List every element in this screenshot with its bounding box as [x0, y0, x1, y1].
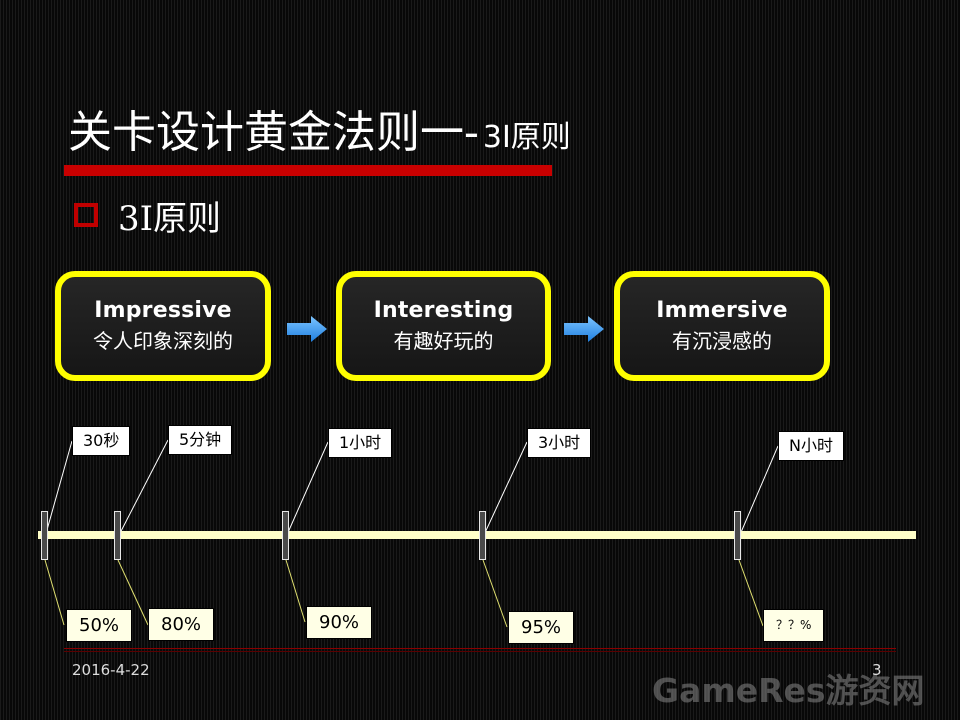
- box-interesting-en: Interesting: [373, 298, 514, 323]
- box-immersive-en: Immersive: [656, 298, 788, 323]
- box-immersive: Immersive 有沉浸感的: [614, 271, 830, 381]
- timeline-tick: [734, 511, 741, 560]
- box-impressive-zh: 令人印象深刻的: [93, 329, 233, 353]
- box-interesting: Interesting 有趣好玩的: [336, 271, 551, 381]
- box-impressive: Impressive 令人印象深刻的: [55, 271, 271, 381]
- percent-label-unknown: ？？%: [763, 609, 825, 642]
- bullet-text: 3I原则: [118, 199, 222, 239]
- watermark-logo: GameRes游资网: [652, 671, 925, 710]
- percent-label-90: 90%: [306, 606, 373, 639]
- timeline-tick: [282, 511, 289, 560]
- slide-title: 关卡设计黄金法则一-3I原则: [68, 96, 571, 160]
- timeline-bar: [38, 531, 916, 539]
- page-number: 3: [872, 661, 882, 679]
- time-label-5min: 5分钟: [168, 425, 233, 455]
- percent-label-80: 80%: [148, 608, 215, 641]
- right-arrow-icon: [287, 316, 327, 342]
- hollow-square-icon: [74, 203, 98, 227]
- slide-title-main: 关卡设计黄金法则一-: [68, 107, 479, 158]
- footer-divider-shadow: [64, 651, 896, 652]
- time-label-30s: 30秒: [72, 426, 131, 456]
- box-interesting-zh: 有趣好玩的: [393, 329, 494, 353]
- right-arrow-icon: [564, 316, 604, 342]
- box-impressive-en: Impressive: [94, 298, 232, 323]
- percent-label-50: 50%: [66, 609, 133, 642]
- timeline-tick: [114, 511, 121, 560]
- timeline-tick: [479, 511, 486, 560]
- slide-date: 2016-4-22: [72, 661, 150, 679]
- time-label-3h: 3小时: [527, 428, 592, 458]
- timeline-tick: [41, 511, 48, 560]
- box-immersive-zh: 有沉浸感的: [672, 329, 772, 353]
- footer-divider: [64, 648, 896, 649]
- time-label-1h: 1小时: [328, 428, 393, 458]
- percent-label-95: 95%: [508, 611, 575, 644]
- slide-title-sub: 3I原则: [482, 120, 571, 155]
- title-underline-bar: [64, 165, 552, 176]
- time-label-nh: N小时: [778, 431, 844, 461]
